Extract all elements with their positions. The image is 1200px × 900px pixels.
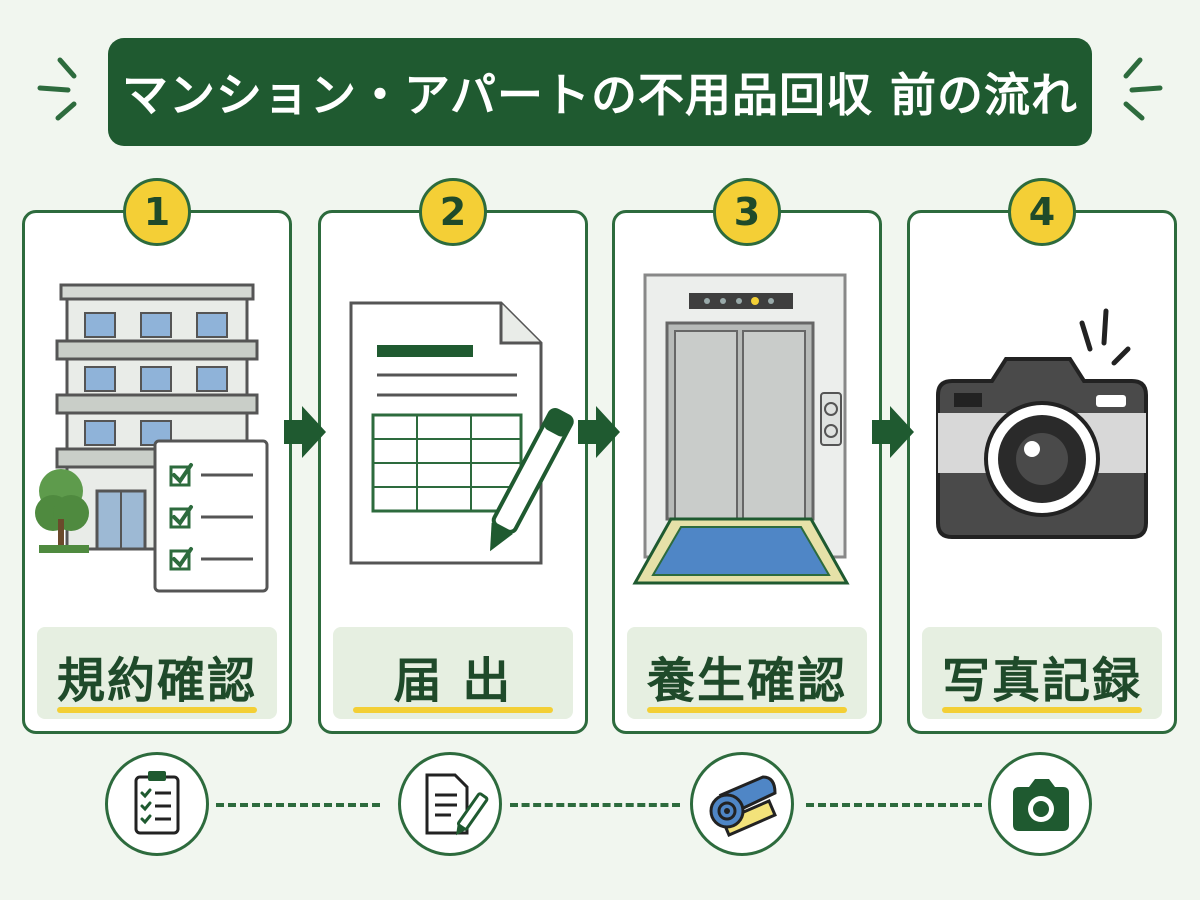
- right-burst-decoration-icon: [1123, 57, 1163, 121]
- dashed-connector: [216, 803, 380, 807]
- step-label-box-2: 届 出: [333, 627, 573, 719]
- dashed-connector: [806, 803, 982, 807]
- page-title: マンション・アパートの不用品回収 前の流れ: [108, 38, 1092, 146]
- step-card-3: 養生確認: [612, 210, 882, 734]
- label-underline-4: [942, 707, 1142, 713]
- camera-icon: [936, 308, 1148, 539]
- step-label-box-3: 養生確認: [627, 627, 867, 719]
- step-number-badge-1: 1: [123, 178, 191, 246]
- clipboard-checklist-icon: [134, 771, 180, 835]
- step-label-3: 養生確認: [646, 653, 847, 709]
- footer-icon-circle-1: [105, 752, 209, 856]
- footer-icon-circle-2: [398, 752, 502, 856]
- arrow-right-icon: [872, 406, 914, 458]
- step-number-badge-4: 4: [1008, 178, 1076, 246]
- left-burst-decoration-icon: [37, 57, 77, 121]
- step-label-box-4: 写真記録: [922, 627, 1162, 719]
- apartment-building-checklist-icon: [35, 283, 269, 593]
- step-number-badge-3: 3: [713, 178, 781, 246]
- step-label-2: 届 出: [393, 653, 513, 709]
- label-underline-3: [647, 707, 847, 713]
- dashed-connector: [510, 803, 680, 807]
- document-form-pen-icon: [349, 301, 574, 565]
- arrow-right-icon: [284, 406, 326, 458]
- elevator-floor-protection-icon: [632, 273, 850, 585]
- camera-icon: [1013, 779, 1069, 831]
- step-number-badge-2: 2: [419, 178, 487, 246]
- step-label-4: 写真記録: [941, 653, 1142, 709]
- step-card-1: 規約確認: [22, 210, 292, 734]
- label-underline-1: [57, 707, 257, 713]
- step-card-4: 写真記録: [907, 210, 1177, 734]
- step-label-1: 規約確認: [56, 653, 257, 709]
- document-pen-icon: [425, 773, 489, 836]
- rolled-mat-icon: [709, 775, 777, 837]
- step-label-box-1: 規約確認: [37, 627, 277, 719]
- arrow-right-icon: [578, 406, 620, 458]
- label-underline-2: [353, 707, 553, 713]
- step-card-2: 届 出: [318, 210, 588, 734]
- footer-icon-circle-4: [988, 752, 1092, 856]
- footer-icon-circle-3: [690, 752, 794, 856]
